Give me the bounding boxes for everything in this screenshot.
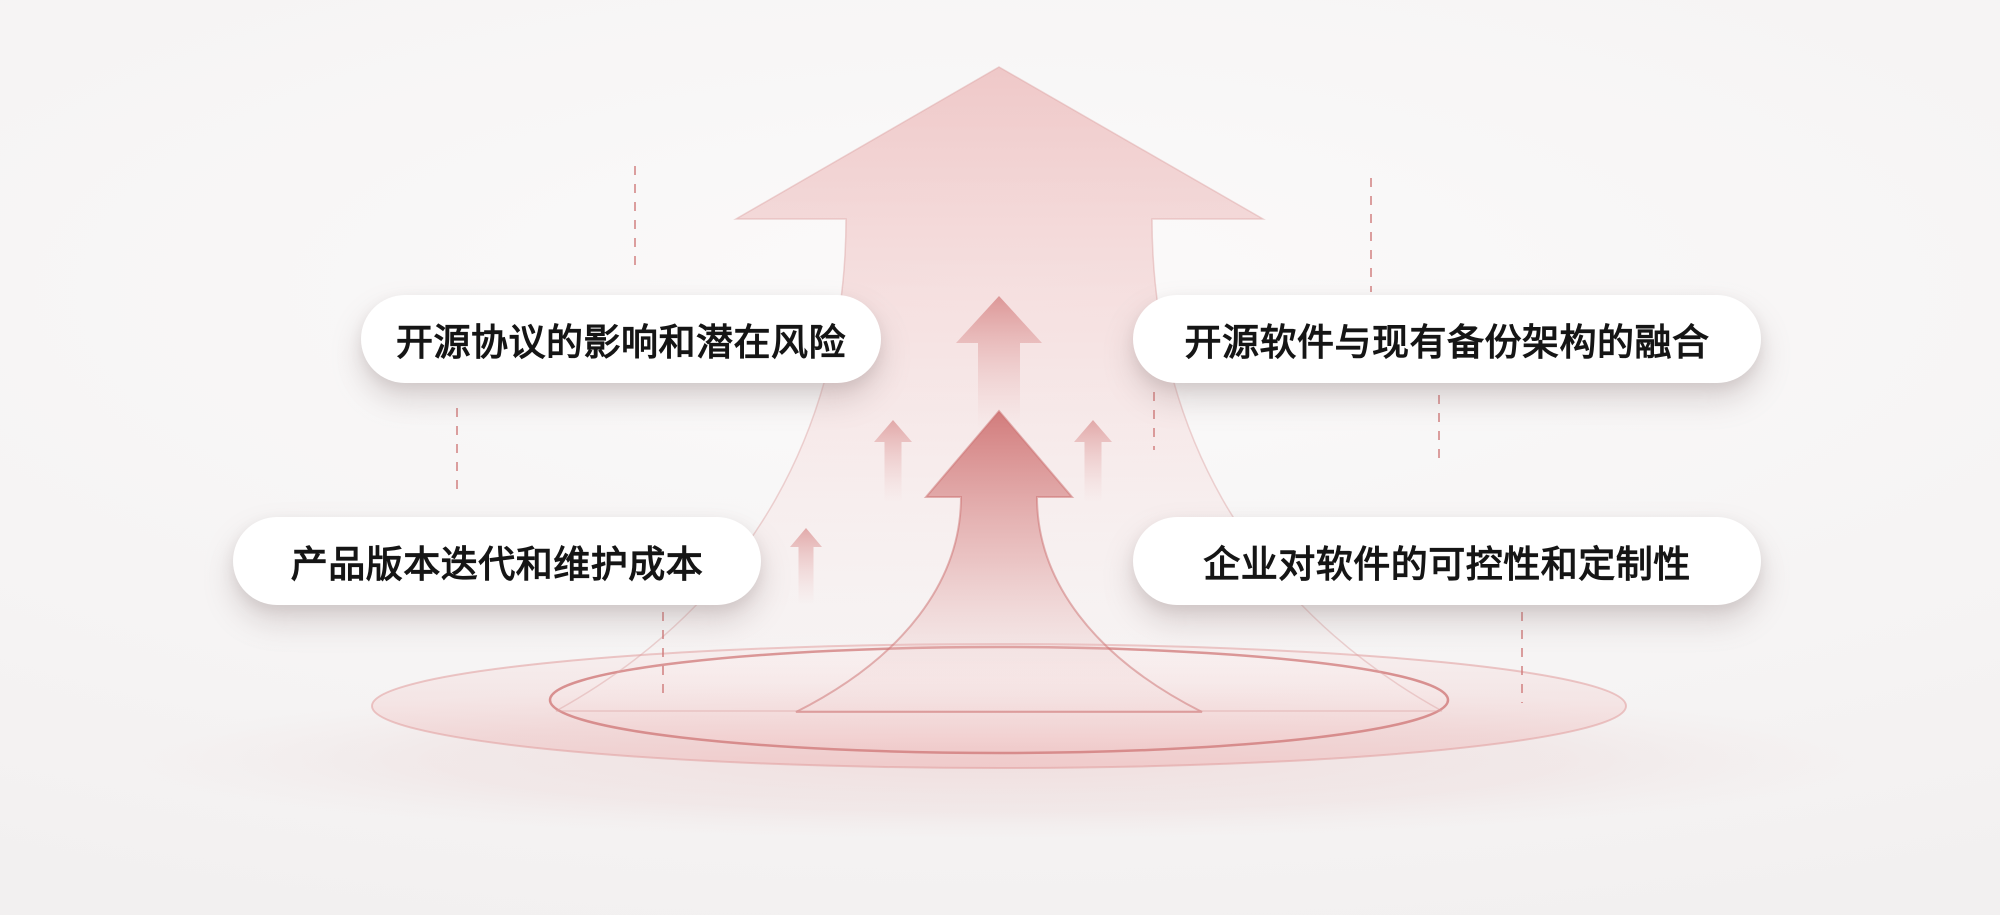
label-text-bottom-right: 企业对软件的可控性和定制性 [1203, 544, 1691, 585]
small-up-arrow [1074, 420, 1112, 502]
medium-up-arrow [956, 296, 1042, 428]
label-text-top-left: 开源协议的影响和潜在风险 [396, 322, 846, 363]
small-up-arrow [790, 528, 822, 604]
label-pill-bottom-left: 产品版本迭代和维护成本 [233, 517, 761, 605]
small-up-arrow [874, 420, 912, 502]
label-text-top-right: 开源软件与现有备份架构的融合 [1184, 322, 1710, 363]
label-text-bottom-left: 产品版本迭代和维护成本 [290, 544, 704, 585]
center-up-arrow [795, 409, 1203, 713]
label-pill-bottom-right: 企业对软件的可控性和定制性 [1133, 517, 1761, 605]
label-pill-top-right: 开源软件与现有备份架构的融合 [1133, 295, 1761, 383]
label-pill-top-left: 开源协议的影响和潜在风险 [361, 295, 881, 383]
